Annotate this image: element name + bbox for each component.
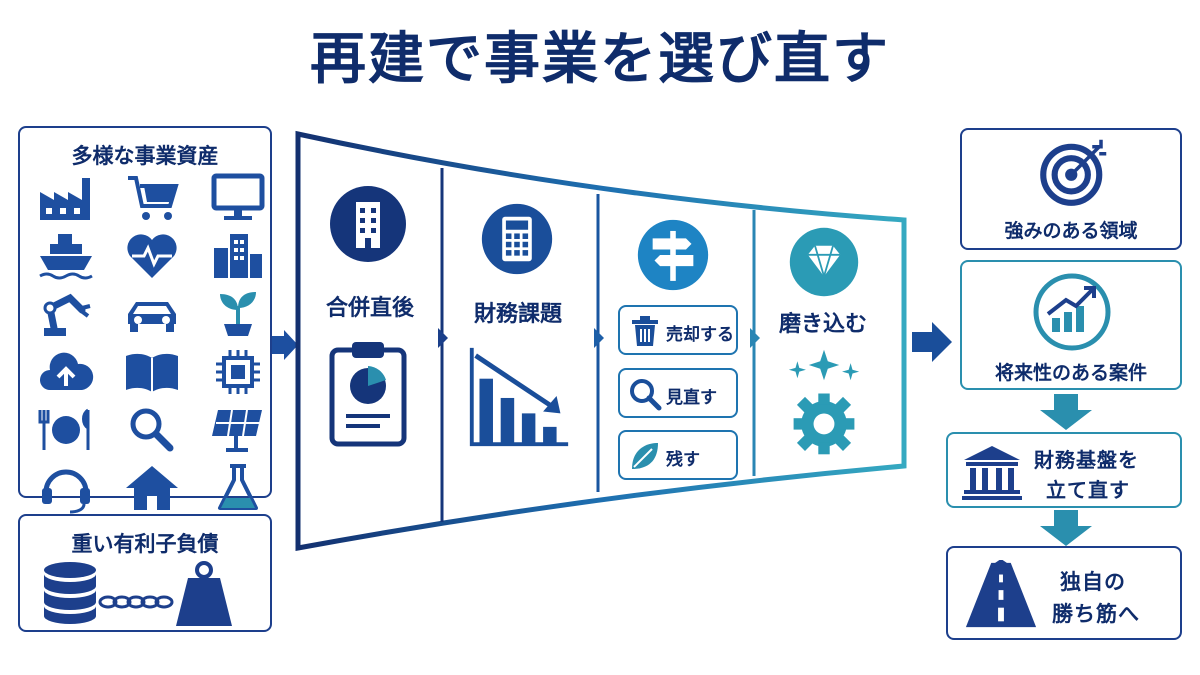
business-assets-heading: 多様な事業資産 [71, 144, 219, 168]
stage4-label: 磨き込む [778, 312, 867, 337]
arrow-into-funnel [272, 330, 298, 360]
winning-path-line1: 独自の [1060, 570, 1126, 594]
dining-icon [36, 404, 96, 456]
chip-icon [208, 346, 268, 398]
robot-arm-icon [36, 288, 96, 340]
strength-area-box: 強みのある領域 [960, 128, 1182, 250]
future-projects-box: 将来性のある案件 [960, 260, 1182, 390]
future-projects-label: 将来性のある案件 [994, 362, 1147, 384]
finance-rebuild-line2: 立て直す [1046, 478, 1130, 502]
strength-area-label: 強みのある領域 [1004, 220, 1138, 242]
winning-path-box: 独自の 勝ち筋へ [946, 546, 1182, 640]
debt-illustration [44, 561, 232, 626]
headset-icon [36, 462, 96, 514]
option-sell-chip[interactable]: 売却する [618, 305, 738, 355]
monitor-icon [208, 172, 268, 224]
finance-rebuild-box: 財務基盤を 立て直す [946, 432, 1182, 508]
winning-path-line2: 勝ち筋へ [1052, 602, 1140, 626]
down-arrow-1 [1040, 394, 1092, 430]
business-assets-box: 多様な事業資産 [18, 126, 272, 514]
heart-pulse-icon [122, 230, 182, 282]
book-icon [122, 346, 182, 398]
diamond-icon [789, 227, 859, 297]
building-icon [330, 186, 406, 262]
bank-icon [962, 446, 1022, 500]
down-arrow-2 [1040, 510, 1092, 546]
growth-chart-icon [1033, 273, 1111, 351]
search-icon [122, 404, 182, 456]
factory-icon [36, 172, 96, 224]
car-icon [122, 288, 182, 340]
cloud-upload-icon [36, 346, 96, 398]
option-sell-label: 売却する [666, 325, 734, 345]
declining-bar-chart-icon [469, 347, 569, 447]
debt-box: 重い有利子負債 [18, 514, 272, 632]
flask-icon [208, 462, 268, 514]
magnifier-icon [630, 379, 662, 411]
house-icon [122, 462, 182, 514]
funnel-frame [295, 130, 907, 552]
database-icon [44, 562, 96, 624]
finance-rebuild-line1: 財務基盤を [1034, 448, 1139, 472]
ship-icon [36, 230, 96, 282]
cart-icon [122, 172, 182, 224]
option-keep-label: 残す [666, 450, 700, 470]
option-review-chip[interactable]: 見直す [618, 368, 738, 418]
stage1-label: 合併直後 [325, 296, 414, 321]
target-icon [1040, 139, 1107, 206]
buildings-icon [208, 230, 268, 282]
signpost-icon [637, 219, 709, 291]
option-keep-chip[interactable]: 残す [618, 430, 738, 480]
stage2-label: 財務課題 [473, 302, 562, 327]
sparkle-gear-icon [788, 349, 860, 455]
debt-heading: 重い有利子負債 [71, 532, 219, 556]
road-icon [965, 560, 1037, 628]
arrow-out-of-funnel [912, 322, 952, 362]
option-review-label: 見直す [666, 388, 717, 408]
clipboard-pie-chart-icon [329, 342, 407, 447]
page-title: 再建で事業を選び直す [310, 27, 890, 92]
chain-icon [98, 595, 174, 609]
calculator-icon [481, 203, 553, 275]
weight-icon [176, 561, 232, 626]
trash-icon [632, 316, 658, 346]
solar-panel-icon [208, 404, 268, 456]
leaf-icon [632, 443, 658, 469]
sprout-icon [208, 288, 268, 340]
